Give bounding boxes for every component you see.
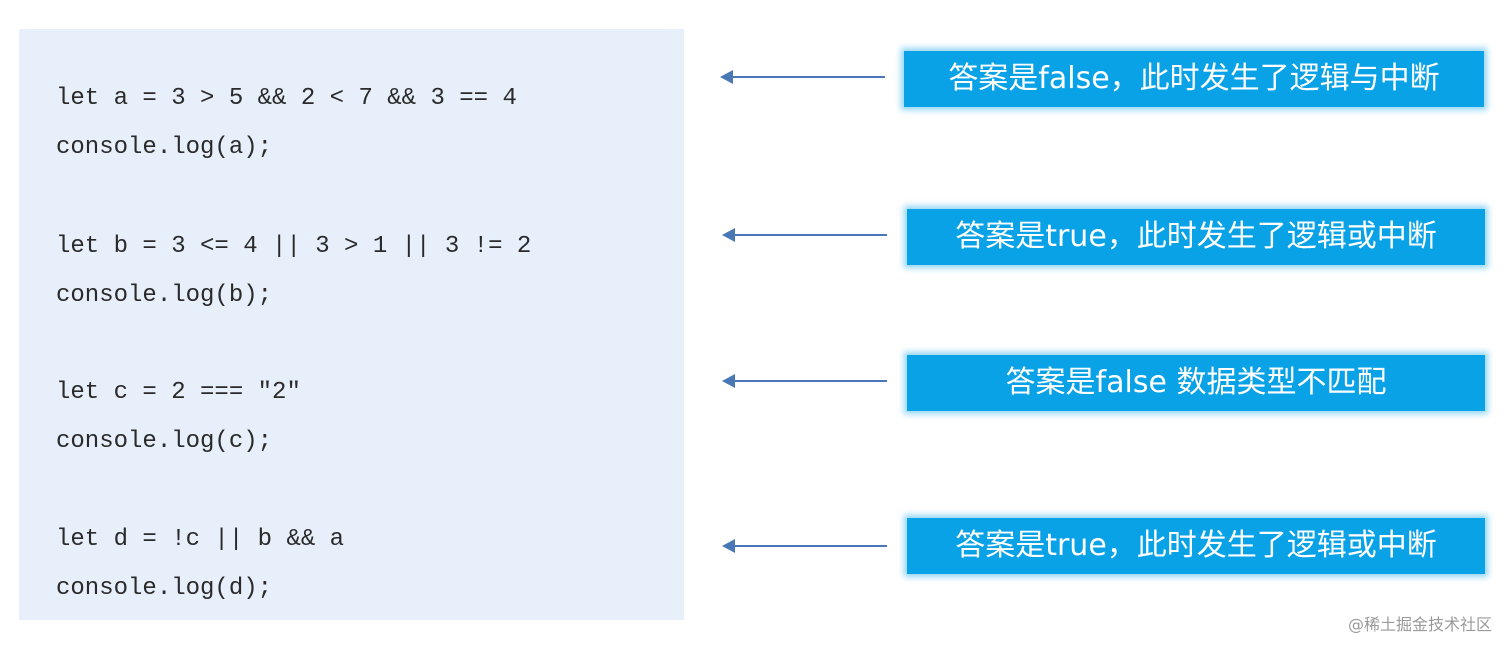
code-line-a-log: console.log(a); (56, 134, 273, 161)
code-line-d-declaration: let d = !c || b && a (56, 526, 345, 553)
code-line-c-log: console.log(c); (56, 428, 273, 455)
arrow-left-icon (722, 539, 887, 553)
code-line-d-log: console.log(d); (56, 575, 273, 602)
code-line-a-declaration: let a = 3 > 5 && 2 < 7 && 3 == 4 (56, 85, 517, 112)
code-line-b-declaration: let b = 3 <= 4 || 3 > 1 || 3 != 2 (56, 233, 532, 260)
callout-answer-c: 答案是false 数据类型不匹配 (907, 355, 1485, 411)
code-line-b-log: console.log(b); (56, 282, 273, 309)
code-line-c-declaration: let c = 2 === "2" (56, 379, 301, 406)
callout-answer-b: 答案是true，此时发生了逻辑或中断 (907, 209, 1485, 265)
code-panel: let a = 3 > 5 && 2 < 7 && 3 == 4 console… (19, 29, 684, 620)
watermark: @稀土掘金技术社区 (1347, 615, 1492, 634)
callout-answer-a: 答案是false，此时发生了逻辑与中断 (904, 51, 1484, 107)
arrow-left-icon (722, 374, 887, 388)
callout-answer-d: 答案是true，此时发生了逻辑或中断 (907, 518, 1485, 574)
arrow-left-icon (720, 70, 885, 84)
arrow-left-icon (722, 228, 887, 242)
